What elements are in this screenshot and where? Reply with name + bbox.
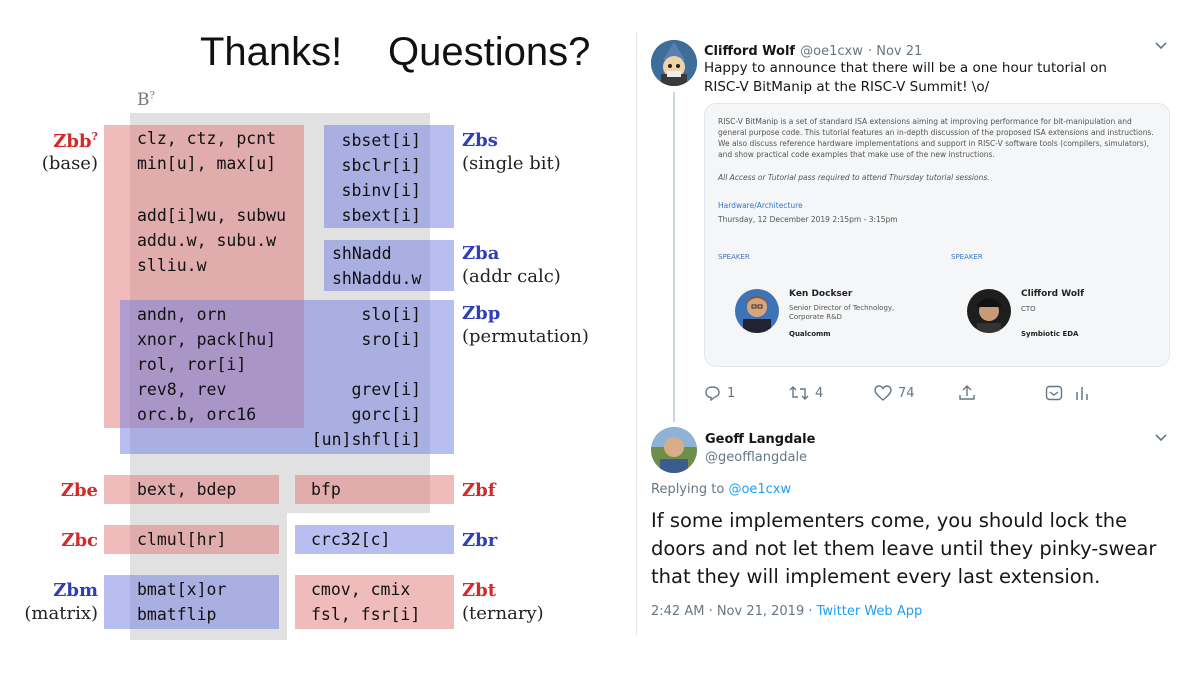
- zbc-label: Zbc: [61, 530, 98, 551]
- zbb-label: Zbb?: [30, 130, 98, 152]
- zbc-instructions: clmul[hr]: [137, 530, 227, 549]
- zbp-label: Zbp: [462, 303, 501, 324]
- tweet-handle[interactable]: @oe1cxw: [800, 44, 863, 59]
- reply-text: If some implementers come, you should lo…: [651, 509, 1157, 588]
- speaker1-name: Ken Dockser: [789, 289, 853, 299]
- tweet-header: Clifford Wolf @oe1cxw · Nov 21: [704, 40, 922, 59]
- zbs-desc: (single bit): [462, 153, 561, 174]
- zbb-sup: ?: [91, 130, 98, 143]
- card-category[interactable]: Hardware/Architecture: [718, 201, 803, 210]
- analytics-icon[interactable]: [1075, 385, 1089, 405]
- speaker-label-1: SPEAKER: [718, 253, 750, 261]
- zbf-label: Zbf: [462, 480, 496, 501]
- zbr-instructions: crc32[c]: [311, 530, 391, 549]
- slide-title-thanks: Thanks!: [200, 30, 343, 74]
- reply-count: 1: [727, 385, 736, 401]
- zbt-box: [295, 575, 454, 629]
- zbb-instructions-1: clz, ctz, pcnt min[u], max[u]: [137, 129, 277, 173]
- reply-chevron-down-icon[interactable]: [1154, 432, 1168, 446]
- reply-meta: 2:42 AM · Nov 21, 2019 · Twitter Web App: [651, 604, 922, 619]
- zbm-box: [104, 575, 279, 629]
- b-label-sup: ?: [149, 90, 155, 102]
- b-label-text: B: [137, 90, 150, 110]
- card-description: RISC-V BitManip is a set of standard ISA…: [718, 117, 1154, 159]
- speaker-label-2: SPEAKER: [951, 253, 983, 261]
- geoff-avatar[interactable]: [651, 427, 697, 473]
- zbp-desc: (permutation): [462, 326, 589, 347]
- event-card[interactable]: RISC-V BitManip is a set of standard ISA…: [704, 103, 1170, 367]
- tweet-author[interactable]: Clifford Wolf: [704, 44, 796, 59]
- like-count: 74: [898, 385, 915, 401]
- like-action[interactable]: 74: [874, 385, 915, 401]
- speaker2-name: Clifford Wolf: [1021, 289, 1085, 299]
- zbf-box: [295, 475, 454, 504]
- zbm-desc: (matrix): [24, 603, 98, 624]
- zbb-name: Zbb: [53, 131, 92, 152]
- reply-author[interactable]: Geoff Langdale: [705, 432, 816, 447]
- zbt-label: Zbt: [462, 580, 497, 601]
- thread-line: [673, 92, 675, 422]
- retweet-action[interactable]: 4: [789, 385, 823, 401]
- zbb-instructions-2: add[i]wu, subwu addu.w, subu.w slliu.w: [137, 206, 287, 275]
- zbs-label: Zbs: [462, 130, 498, 151]
- retweet-count: 4: [815, 385, 824, 401]
- card-pass-note: All Access or Tutorial pass required to …: [718, 173, 990, 182]
- zbr-label: Zbr: [462, 530, 498, 551]
- bookmark-icon[interactable]: [1045, 385, 1063, 405]
- zbs-instructions: sbset[i] sbclr[i] sbinv[i] sbext[i]: [341, 131, 421, 225]
- tweet-date[interactable]: · Nov 21: [867, 44, 923, 59]
- reply-handle[interactable]: @geofflangdale: [705, 450, 808, 465]
- b-label: B?: [137, 90, 155, 110]
- zbp-box: [120, 300, 454, 454]
- zbp-instructions-right: slo[i] sro[i] grev[i] gorc[i] [un]shfl[i…: [311, 305, 421, 449]
- zbm-instructions: bmat[x]or bmatflip: [137, 580, 227, 624]
- zbe-label: Zbe: [60, 480, 98, 501]
- zba-label: Zba: [462, 243, 500, 264]
- card-datetime: Thursday, 12 December 2019 2:15pm - 3:15…: [718, 215, 898, 224]
- slide-title-questions: Questions?: [388, 30, 591, 74]
- speaker1-title: Senior Director of Technology, Corporate…: [789, 304, 895, 321]
- replying-to: Replying to @oe1cxw: [651, 482, 791, 497]
- reply-action[interactable]: 1: [704, 385, 735, 401]
- zbb-desc: (base): [41, 153, 98, 174]
- reply-icon[interactable]: [704, 385, 721, 401]
- speaker2-title: CTO: [1021, 305, 1036, 313]
- speaker1-org: Qualcomm: [789, 330, 831, 338]
- speaker2-org: Symbiotic EDA: [1021, 330, 1079, 338]
- zbt-desc: (ternary): [462, 603, 544, 624]
- replying-to-handle[interactable]: @oe1cxw: [728, 482, 792, 497]
- replying-to-prefix: Replying to: [651, 482, 725, 497]
- clifford-avatar[interactable]: [651, 40, 697, 86]
- chevron-down-icon[interactable]: [1154, 40, 1168, 54]
- speaker2-photo: [967, 289, 1011, 333]
- zbr-box: [295, 525, 454, 554]
- tweet-text: Happy to announce that there will be a o…: [704, 60, 1107, 95]
- zbs-box: [324, 125, 454, 228]
- zba-instructions: shNadd shNaddu.w: [332, 244, 422, 288]
- like-icon[interactable]: [874, 385, 892, 401]
- speaker1-photo: [735, 289, 779, 333]
- zbe-instructions: bext, bdep: [137, 480, 237, 499]
- zbp-instructions-left: andn, orn xnor, pack[hu] rol, ror[i] rev…: [137, 305, 277, 424]
- zbt-instructions: cmov, cmix fsl, fsr[i]: [311, 580, 421, 624]
- reply-timestamp[interactable]: 2:42 AM · Nov 21, 2019 ·: [651, 604, 813, 619]
- zbf-instructions: bfp: [311, 480, 341, 499]
- reply-source[interactable]: Twitter Web App: [816, 604, 923, 619]
- zba-box: [324, 240, 454, 291]
- retweet-icon[interactable]: [789, 385, 809, 401]
- zbe-box: [104, 475, 279, 504]
- zba-desc: (addr calc): [462, 266, 561, 287]
- panel-divider: [636, 32, 637, 636]
- share-icon[interactable]: [958, 385, 976, 405]
- zbc-box: [104, 525, 279, 554]
- zbm-label: Zbm: [53, 580, 98, 601]
